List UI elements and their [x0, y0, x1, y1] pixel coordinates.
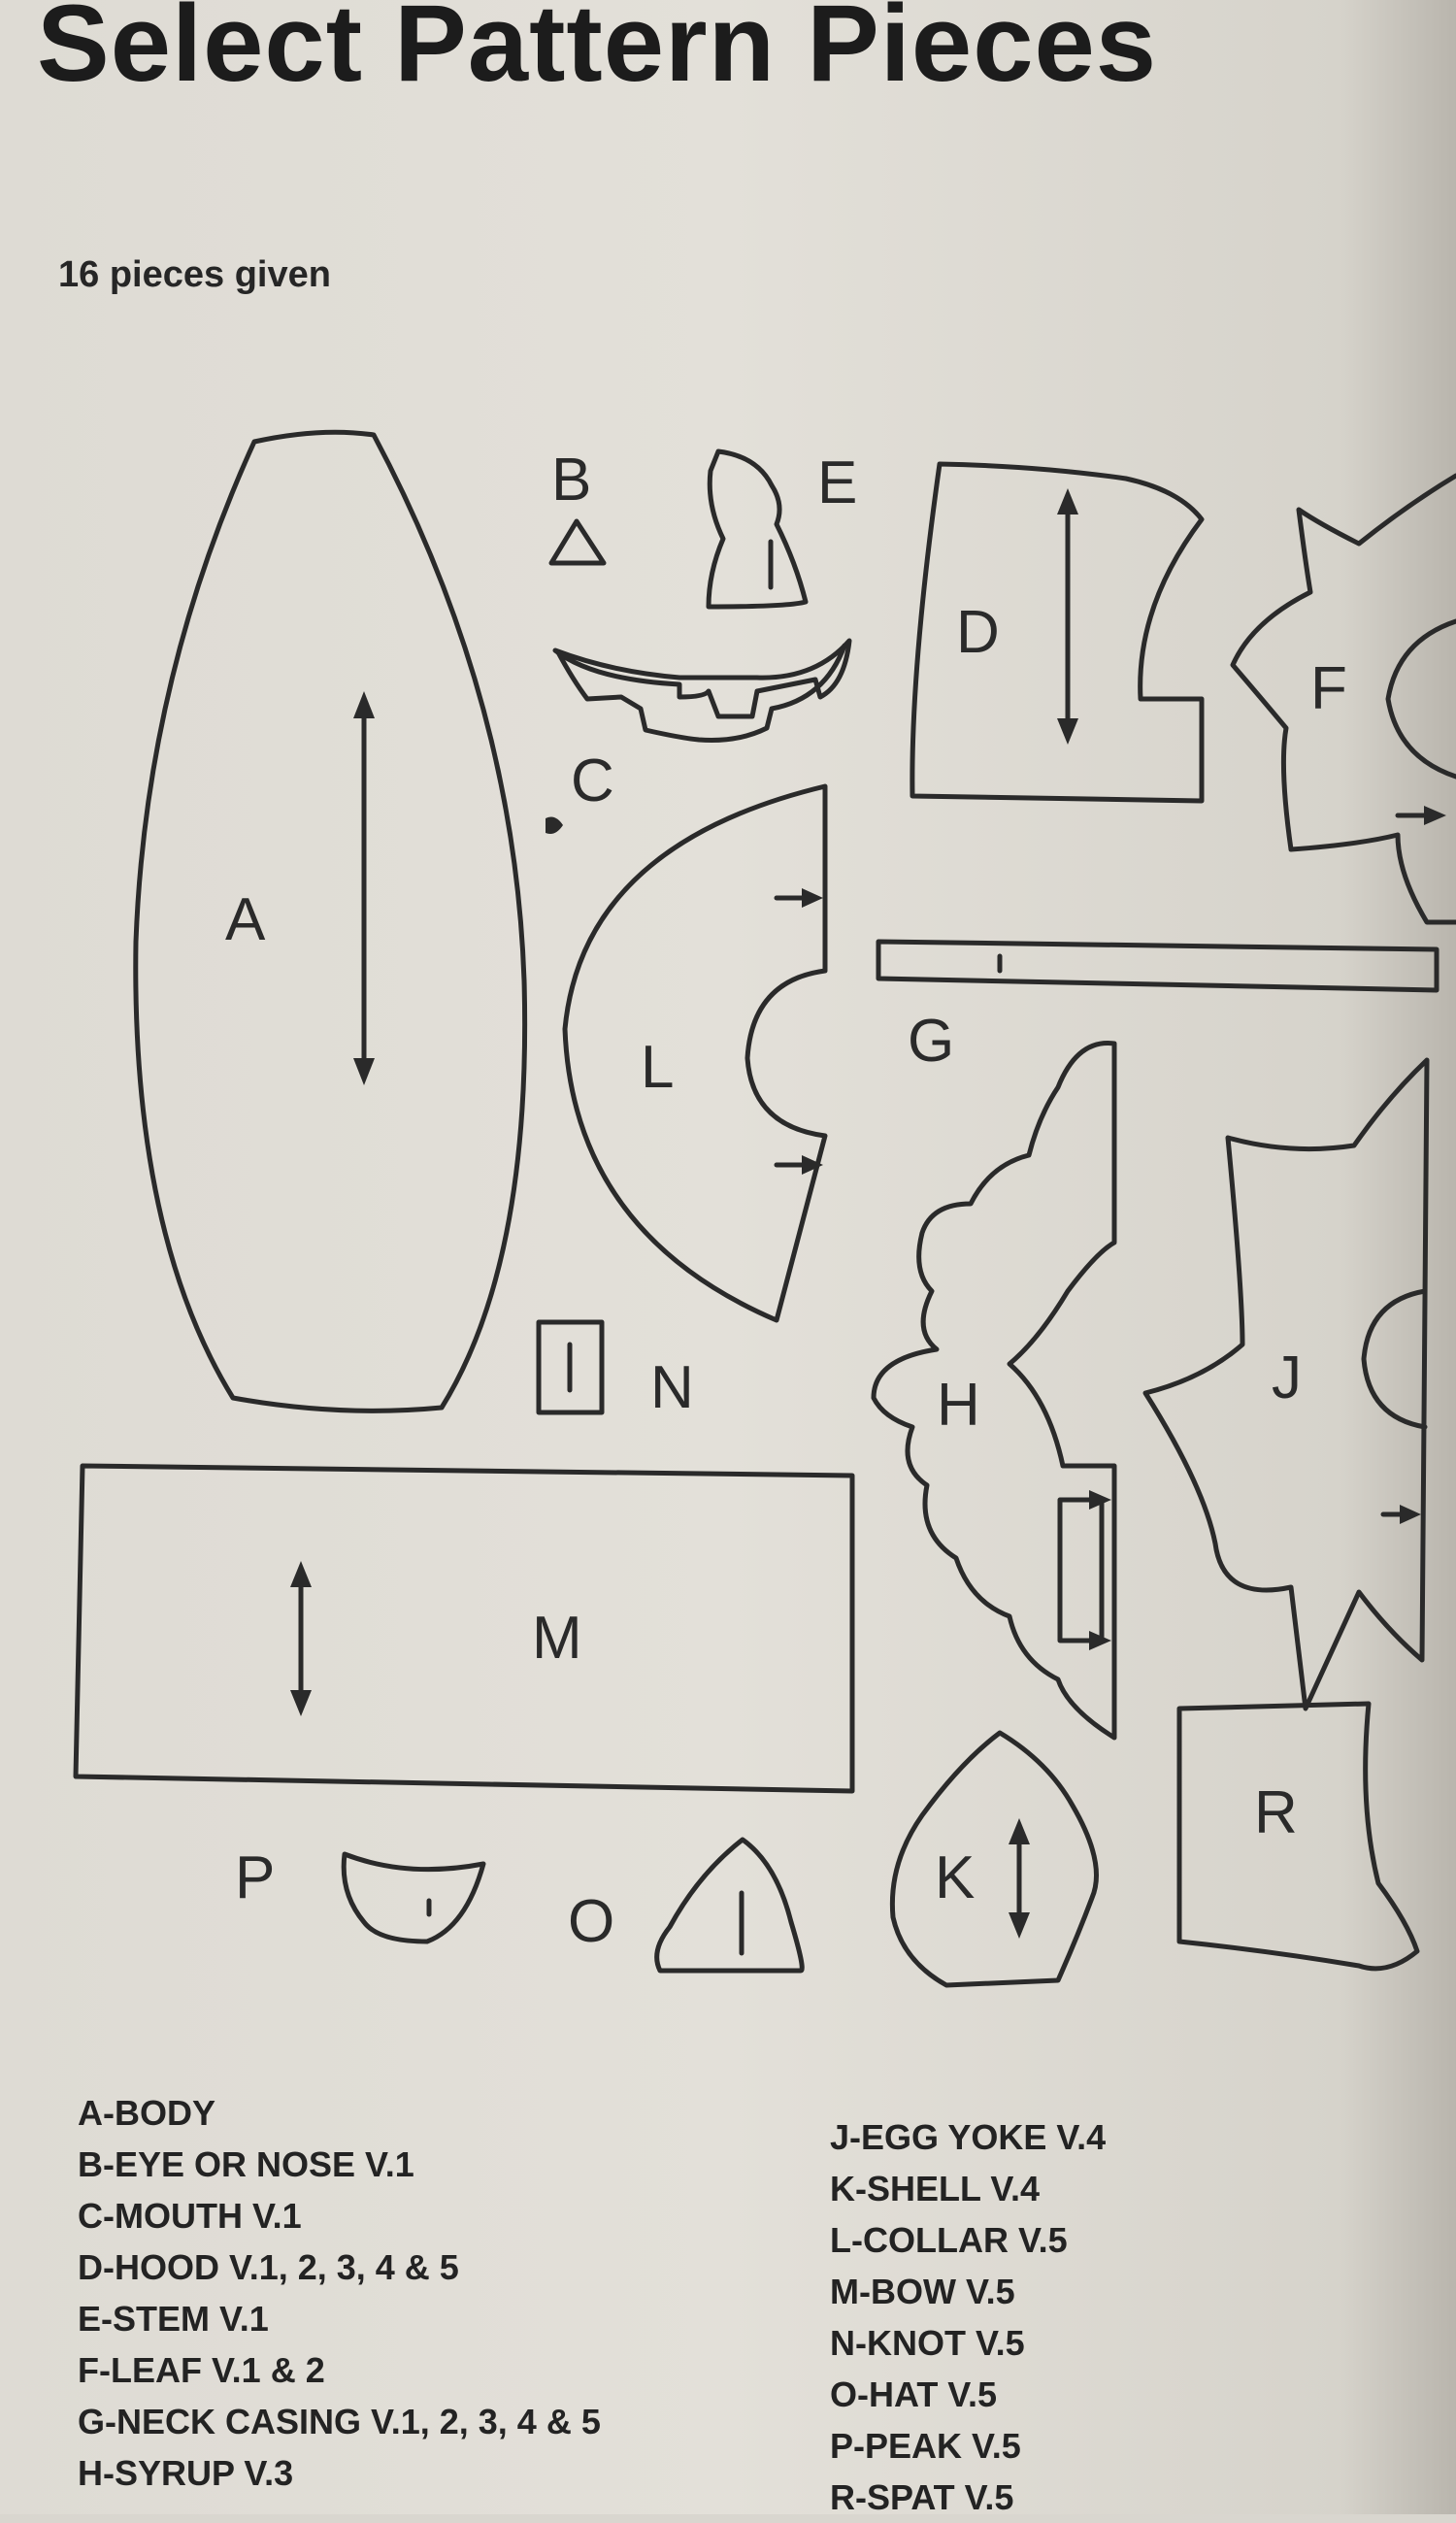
piece-c: C — [546, 638, 852, 834]
piece-label-j: J — [1272, 1344, 1302, 1411]
legend-item: K-SHELL V.4 — [830, 2169, 1041, 2208]
piece-n: N — [536, 1319, 694, 1421]
piece-b: B — [548, 447, 607, 566]
piece-o: O — [568, 1837, 805, 1974]
piece-label-e: E — [817, 449, 857, 516]
piece-label-p: P — [235, 1844, 275, 1911]
piece-label-g: G — [908, 1008, 954, 1075]
legend-item: R-SPAT V.5 — [830, 2477, 1014, 2517]
piece-k: K — [889, 1730, 1099, 1988]
legend-right: J-EGG YOKE V.4 K-SHELL V.4 L-COLLAR V.5 … — [830, 2111, 1106, 2523]
legend-item: A-BODY — [78, 2093, 215, 2133]
piece-a: A — [133, 429, 528, 1413]
legend-item: O-HAT V.5 — [830, 2374, 998, 2414]
piece-p: P — [235, 1844, 486, 1944]
piece-d: D — [910, 461, 1205, 804]
legend-item: B-EYE OR NOSE V.1 — [78, 2144, 414, 2184]
piece-label-o: O — [568, 1888, 614, 1955]
piece-l: L — [562, 783, 828, 1323]
legend-item: D-HOOD V.1, 2, 3, 4 & 5 — [78, 2247, 459, 2287]
piece-label-l: L — [641, 1034, 674, 1101]
pieces-count: 16 pieces given — [58, 254, 331, 295]
legend-item: H-SYRUP V.3 — [78, 2453, 294, 2493]
piece-label-d: D — [956, 599, 1000, 666]
legend-item: F-LEAF V.1 & 2 — [78, 2350, 325, 2390]
piece-h: H — [871, 1041, 1117, 1741]
page-title: Select Pattern Pieces — [37, 0, 1158, 104]
legend-item: G-NECK CASING V.1, 2, 3, 4 & 5 — [78, 2402, 601, 2441]
legend-item: E-STEM V.1 — [78, 2299, 269, 2339]
piece-j: J — [1142, 1057, 1430, 1711]
piece-label-r: R — [1254, 1779, 1298, 1846]
legend-item: L-COLLAR V.5 — [830, 2220, 1068, 2260]
piece-m: M — [73, 1463, 855, 1794]
legend-item: J-EGG YOKE V.4 — [830, 2117, 1107, 2157]
piece-e: E — [706, 448, 857, 610]
legend-item: M-BOW V.5 — [830, 2272, 1015, 2311]
piece-label-h: H — [937, 1372, 980, 1439]
piece-label-a: A — [225, 886, 266, 953]
piece-f: F — [1230, 473, 1456, 925]
legend-left: A-BODY B-EYE OR NOSE V.1 C-MOUTH V.1 D-H… — [78, 2087, 601, 2499]
piece-label-c: C — [571, 747, 614, 814]
piece-label-b: B — [551, 447, 591, 514]
piece-label-k: K — [935, 1844, 975, 1911]
piece-label-n: N — [650, 1354, 694, 1421]
piece-g: G — [876, 939, 1439, 1075]
piece-r: R — [1176, 1701, 1420, 1972]
legend-item: C-MOUTH V.1 — [78, 2196, 302, 2236]
legend-item: P-PEAK V.5 — [830, 2426, 1021, 2466]
legend-item: N-KNOT V.5 — [830, 2323, 1025, 2363]
piece-label-f: F — [1310, 655, 1347, 722]
piece-label-m: M — [532, 1605, 582, 1672]
